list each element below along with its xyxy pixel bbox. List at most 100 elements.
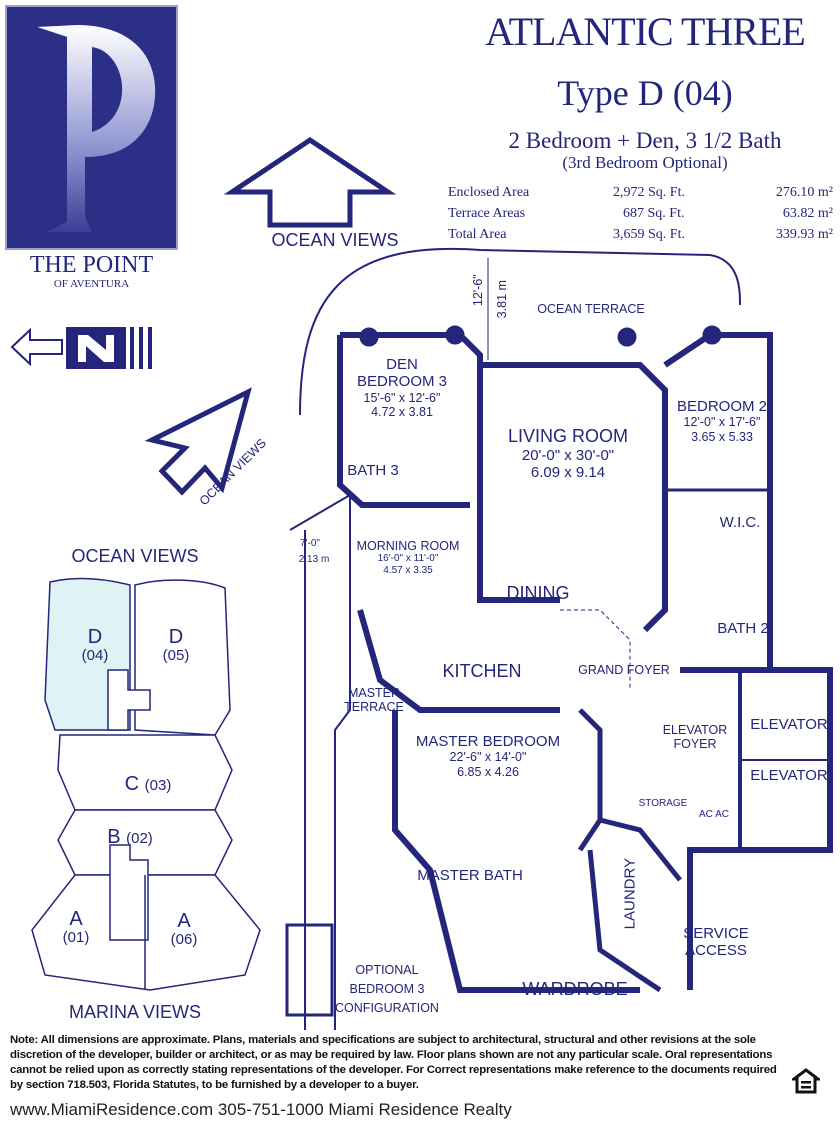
room-dim-m: 4.72 x 3.81 — [371, 404, 433, 419]
unit-number: (03) — [144, 777, 172, 794]
unit-d04[interactable]: D(04) — [82, 626, 109, 665]
footer-contact[interactable]: www.MiamiResidence.com 305-751-1000 Miam… — [10, 1100, 512, 1119]
unit-number: (01) — [62, 929, 90, 946]
unit-b02[interactable]: B (02) — [107, 826, 153, 848]
key-marina-views: MARINA VIEWS — [68, 1002, 202, 1022]
room-name: OPTIONAL — [355, 963, 419, 977]
plan-drawing — [10, 136, 833, 1030]
unit-d05[interactable]: D(05) — [163, 626, 190, 665]
logo — [5, 5, 178, 250]
room-name: DEN — [386, 356, 418, 373]
room-wardrobe: WARDROBE — [522, 979, 628, 999]
room-master-bath: MASTER BATH — [417, 867, 523, 884]
disclaimer-note: Note: All dimensions are approximate. Pl… — [10, 1034, 777, 1092]
room-name: MORNING ROOM — [356, 539, 460, 553]
room-name: FOYER — [673, 737, 717, 752]
unit-a06[interactable]: A(06) — [171, 910, 198, 949]
unit-number: (06) — [170, 931, 198, 948]
bedroom-summary: 2 Bedroom + Den, 3 1/2 Bath — [508, 128, 782, 153]
optional-note: (3rd Bedroom Optional) — [562, 153, 728, 172]
room-name: BEDROOM 2 — [676, 398, 768, 415]
building-title: ATLANTIC THREE — [485, 9, 806, 54]
ocean-views-diagonal-arrow-icon — [144, 387, 252, 496]
room-name: LIVING ROOM — [507, 426, 629, 446]
unit-a01[interactable]: A(01) — [63, 908, 90, 947]
ocean-terrace-label: OCEAN TERRACE — [537, 302, 645, 316]
room-name: MASTER BEDROOM — [415, 733, 561, 750]
terrace-dim-ft: 12'-6" — [470, 274, 485, 307]
area-row: Enclosed Area 2,972 Sq. Ft. 276.10 m² — [448, 185, 833, 205]
room-dim-m: 3.65 x 5.33 — [691, 429, 753, 444]
room-name: MASTER — [347, 686, 401, 700]
room-dim-m: 6.09 x 9.14 — [530, 463, 606, 481]
logo-name: THE POINT — [29, 252, 154, 278]
room-dim-m: 6.85 x 4.26 — [457, 764, 519, 779]
room-elevator-1: ELEVATOR — [750, 716, 828, 733]
room-dim-ft: 16'-0" x 11'-0" — [377, 553, 439, 565]
area-row: Total Area 3,659 Sq. Ft. 339.93 m² — [448, 227, 833, 247]
room-name: ACCESS — [685, 942, 747, 960]
room-grand-foyer: GRAND FOYER — [578, 663, 670, 677]
unit-letter: C — [124, 773, 140, 795]
equal-housing-icon — [789, 1068, 823, 1099]
area-label: Total Area — [448, 227, 507, 242]
room-storage: STORAGE — [638, 798, 688, 809]
side-dim-m: 2.13 m — [298, 554, 330, 565]
terrace-dim-m: 3.81 m — [494, 280, 509, 319]
unit-number: (02) — [126, 830, 153, 847]
area-sqft: 2,972 Sq. Ft. — [613, 185, 685, 200]
area-label: Terrace Areas — [448, 206, 526, 221]
unit-letter: A — [69, 908, 83, 930]
unit-number: (04) — [81, 647, 109, 664]
area-sqm: 63.82 m² — [782, 206, 833, 221]
floor-plan — [285, 248, 833, 1030]
room-name: BEDROOM 3 — [349, 981, 425, 996]
side-dim-ft: 7'-0" — [300, 538, 320, 549]
room-dim-ft: 22'-6" x 14'-0" — [449, 750, 527, 765]
north-compass-icon — [10, 327, 152, 369]
room-name: CONFIGURATION — [335, 1000, 439, 1015]
room-dim-ft: 12'-0" x 17'-6" — [683, 415, 761, 430]
room-dim-m: 4.57 x 3.35 — [383, 564, 433, 576]
unit-c03[interactable]: C (03) — [125, 773, 172, 795]
area-label: Enclosed Area — [448, 185, 530, 200]
unit-type: Type D (04) — [557, 73, 733, 113]
area-sqft: 3,659 Sq. Ft. — [613, 227, 685, 242]
room-name: SERVICE — [683, 925, 749, 942]
unit-number: (05) — [162, 647, 190, 664]
ocean-terrace-outline — [299, 248, 741, 416]
key-ocean-views: OCEAN VIEWS — [71, 546, 199, 566]
room-name: BEDROOM 3 — [356, 373, 448, 391]
room-ac: AC AC — [698, 809, 730, 820]
logo-p-icon — [37, 25, 156, 232]
room-kitchen: KITCHEN — [442, 661, 522, 681]
unit-letter: D — [87, 626, 103, 648]
room-dining: DINING — [506, 583, 570, 603]
unit-letter: D — [168, 626, 184, 648]
room-dim-ft: 15'-6" x 12'-6" — [363, 390, 441, 405]
unit-letter: B — [107, 826, 121, 848]
area-sqm: 276.10 m² — [775, 185, 833, 200]
room-dim-ft: 20'-0" x 30'-0" — [521, 446, 615, 464]
room-laundry: LAUNDRY — [621, 857, 639, 930]
ocean-views-label: OCEAN VIEWS — [271, 230, 399, 250]
logo-subtitle: OF AVENTURA — [53, 278, 130, 290]
area-sqft: 687 Sq. Ft. — [623, 206, 685, 221]
optional-bedroom-3: OPTIONAL BEDROOM 3 CONFIGURATION — [335, 961, 439, 1017]
room-name: TERRACE — [344, 700, 404, 715]
room-bath-3: BATH 3 — [347, 462, 399, 479]
unit-letter: A — [177, 910, 191, 932]
room-wic: W.I.C. — [719, 514, 761, 531]
area-sqm: 339.93 m² — [775, 227, 833, 242]
ocean-views-up-arrow-icon — [223, 136, 397, 228]
room-elevator-2: ELEVATOR — [750, 767, 828, 784]
building-key — [31, 577, 261, 991]
room-bath-2: BATH 2 — [717, 620, 769, 637]
